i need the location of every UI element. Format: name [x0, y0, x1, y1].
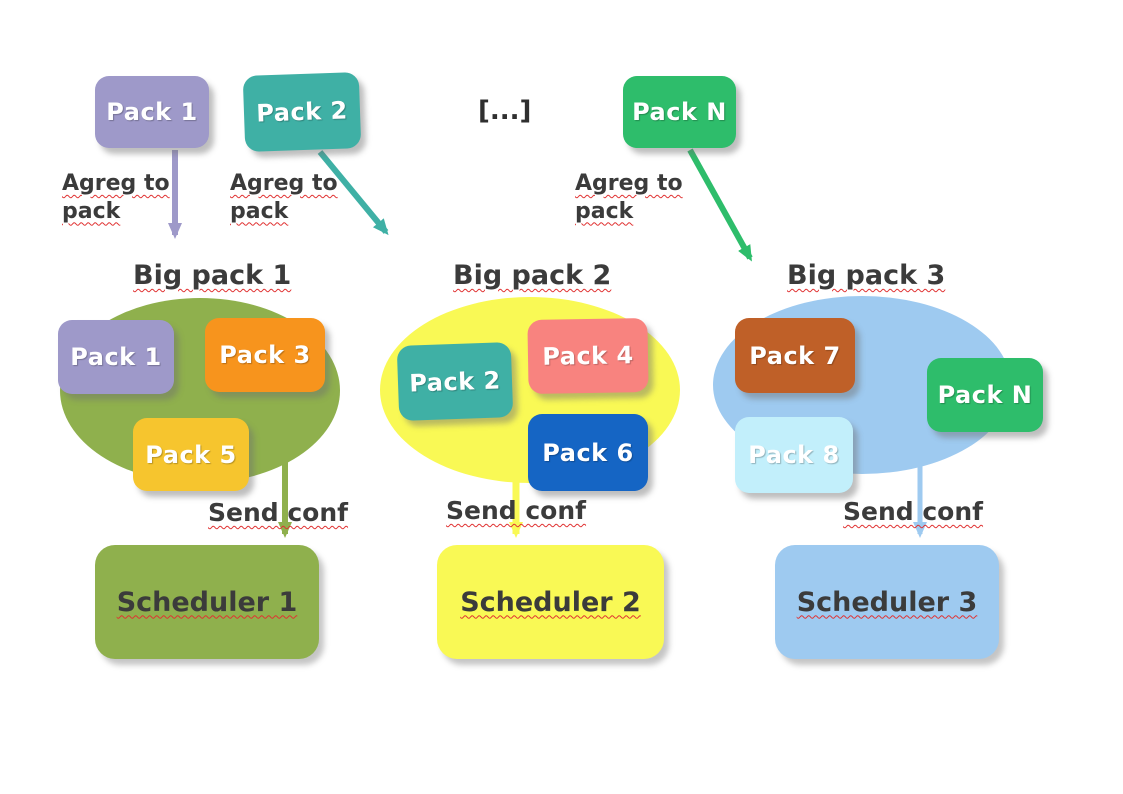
scheduler-1-box: Scheduler 1 — [95, 545, 319, 659]
scheduler-3-box: Scheduler 3 — [775, 545, 999, 659]
big-pack-1-title: Big pack 1 — [133, 260, 291, 291]
bigpack3-pack-n-label: Pack N — [937, 381, 1033, 409]
send-conf-label-2-text: Send conf — [446, 496, 587, 525]
arrow-packN-to-bigpack3 — [687, 148, 753, 262]
bigpack2-pack-4-label: Pack 4 — [542, 341, 634, 371]
bigpack3-pack-7-box: Pack 7 — [735, 318, 855, 393]
scheduler-2-label: Scheduler 2 — [460, 586, 641, 618]
bigpack2-pack-2-label: Pack 2 — [408, 365, 502, 398]
pack-n-top-box: Pack N — [623, 76, 736, 148]
agreg-label-2-line1: Agreg to — [230, 171, 338, 196]
scheduler-3-label: Scheduler 3 — [796, 586, 978, 618]
bigpack1-pack-5-box: Pack 5 — [133, 418, 249, 491]
scheduler-1-label: Scheduler 1 — [116, 586, 298, 618]
bigpack3-pack-7-label: Pack 7 — [749, 341, 841, 370]
bigpack1-pack-5-label: Pack 5 — [145, 440, 237, 469]
big-pack-2-title-text: Big pack 2 — [453, 260, 612, 291]
big-pack-1-title-text: Big pack 1 — [133, 260, 292, 291]
big-pack-3-title: Big pack 3 — [787, 260, 945, 291]
scheduler-2-box: Scheduler 2 — [437, 545, 664, 659]
bigpack1-pack-1-box: Pack 1 — [58, 320, 174, 394]
bigpack1-pack-1-label: Pack 1 — [70, 343, 162, 371]
agreg-label-3-line2: pack — [575, 198, 634, 224]
bigpack3-pack-8-label: Pack 8 — [748, 441, 840, 469]
send-conf-label-2: Send conf — [446, 496, 586, 525]
bigpack2-pack-2-box: Pack 2 — [396, 342, 514, 421]
send-conf-label-1-text: Send conf — [208, 498, 349, 527]
ellipsis-label: [...] — [478, 96, 532, 126]
pack-2-top-label: Pack 2 — [255, 96, 349, 128]
send-conf-label-1: Send conf — [208, 498, 348, 527]
agreg-label-3: Agreg to pack — [575, 170, 683, 225]
pack-n-top-label: Pack N — [632, 98, 727, 126]
agreg-label-2: Agreg to pack — [230, 170, 338, 225]
agreg-label-1-line1: Agreg to — [62, 171, 170, 196]
agreg-label-1-line2: pack — [62, 198, 121, 224]
bigpack1-pack-3-label: Pack 3 — [219, 341, 311, 369]
pack-2-top-box: Pack 2 — [242, 71, 362, 153]
agreg-label-2-line2: pack — [230, 198, 289, 224]
pack-1-top-label: Pack 1 — [106, 98, 198, 126]
bigpack3-pack-8-box: Pack 8 — [735, 417, 853, 493]
agreg-label-1: Agreg to pack — [62, 170, 170, 225]
send-conf-label-3: Send conf — [843, 497, 983, 526]
pack-1-top-box: Pack 1 — [95, 76, 209, 148]
big-pack-3-title-text: Big pack 3 — [787, 260, 946, 291]
bigpack1-pack-3-box: Pack 3 — [205, 318, 325, 392]
bigpack3-pack-n-box: Pack N — [927, 358, 1043, 432]
bigpack2-pack-6-label: Pack 6 — [542, 438, 634, 467]
send-conf-label-3-text: Send conf — [843, 497, 984, 526]
bigpack2-pack-4-box: Pack 4 — [527, 317, 649, 395]
bigpack2-pack-6-box: Pack 6 — [528, 414, 648, 491]
big-pack-2-title: Big pack 2 — [453, 260, 611, 291]
agreg-label-3-line1: Agreg to — [575, 171, 683, 196]
